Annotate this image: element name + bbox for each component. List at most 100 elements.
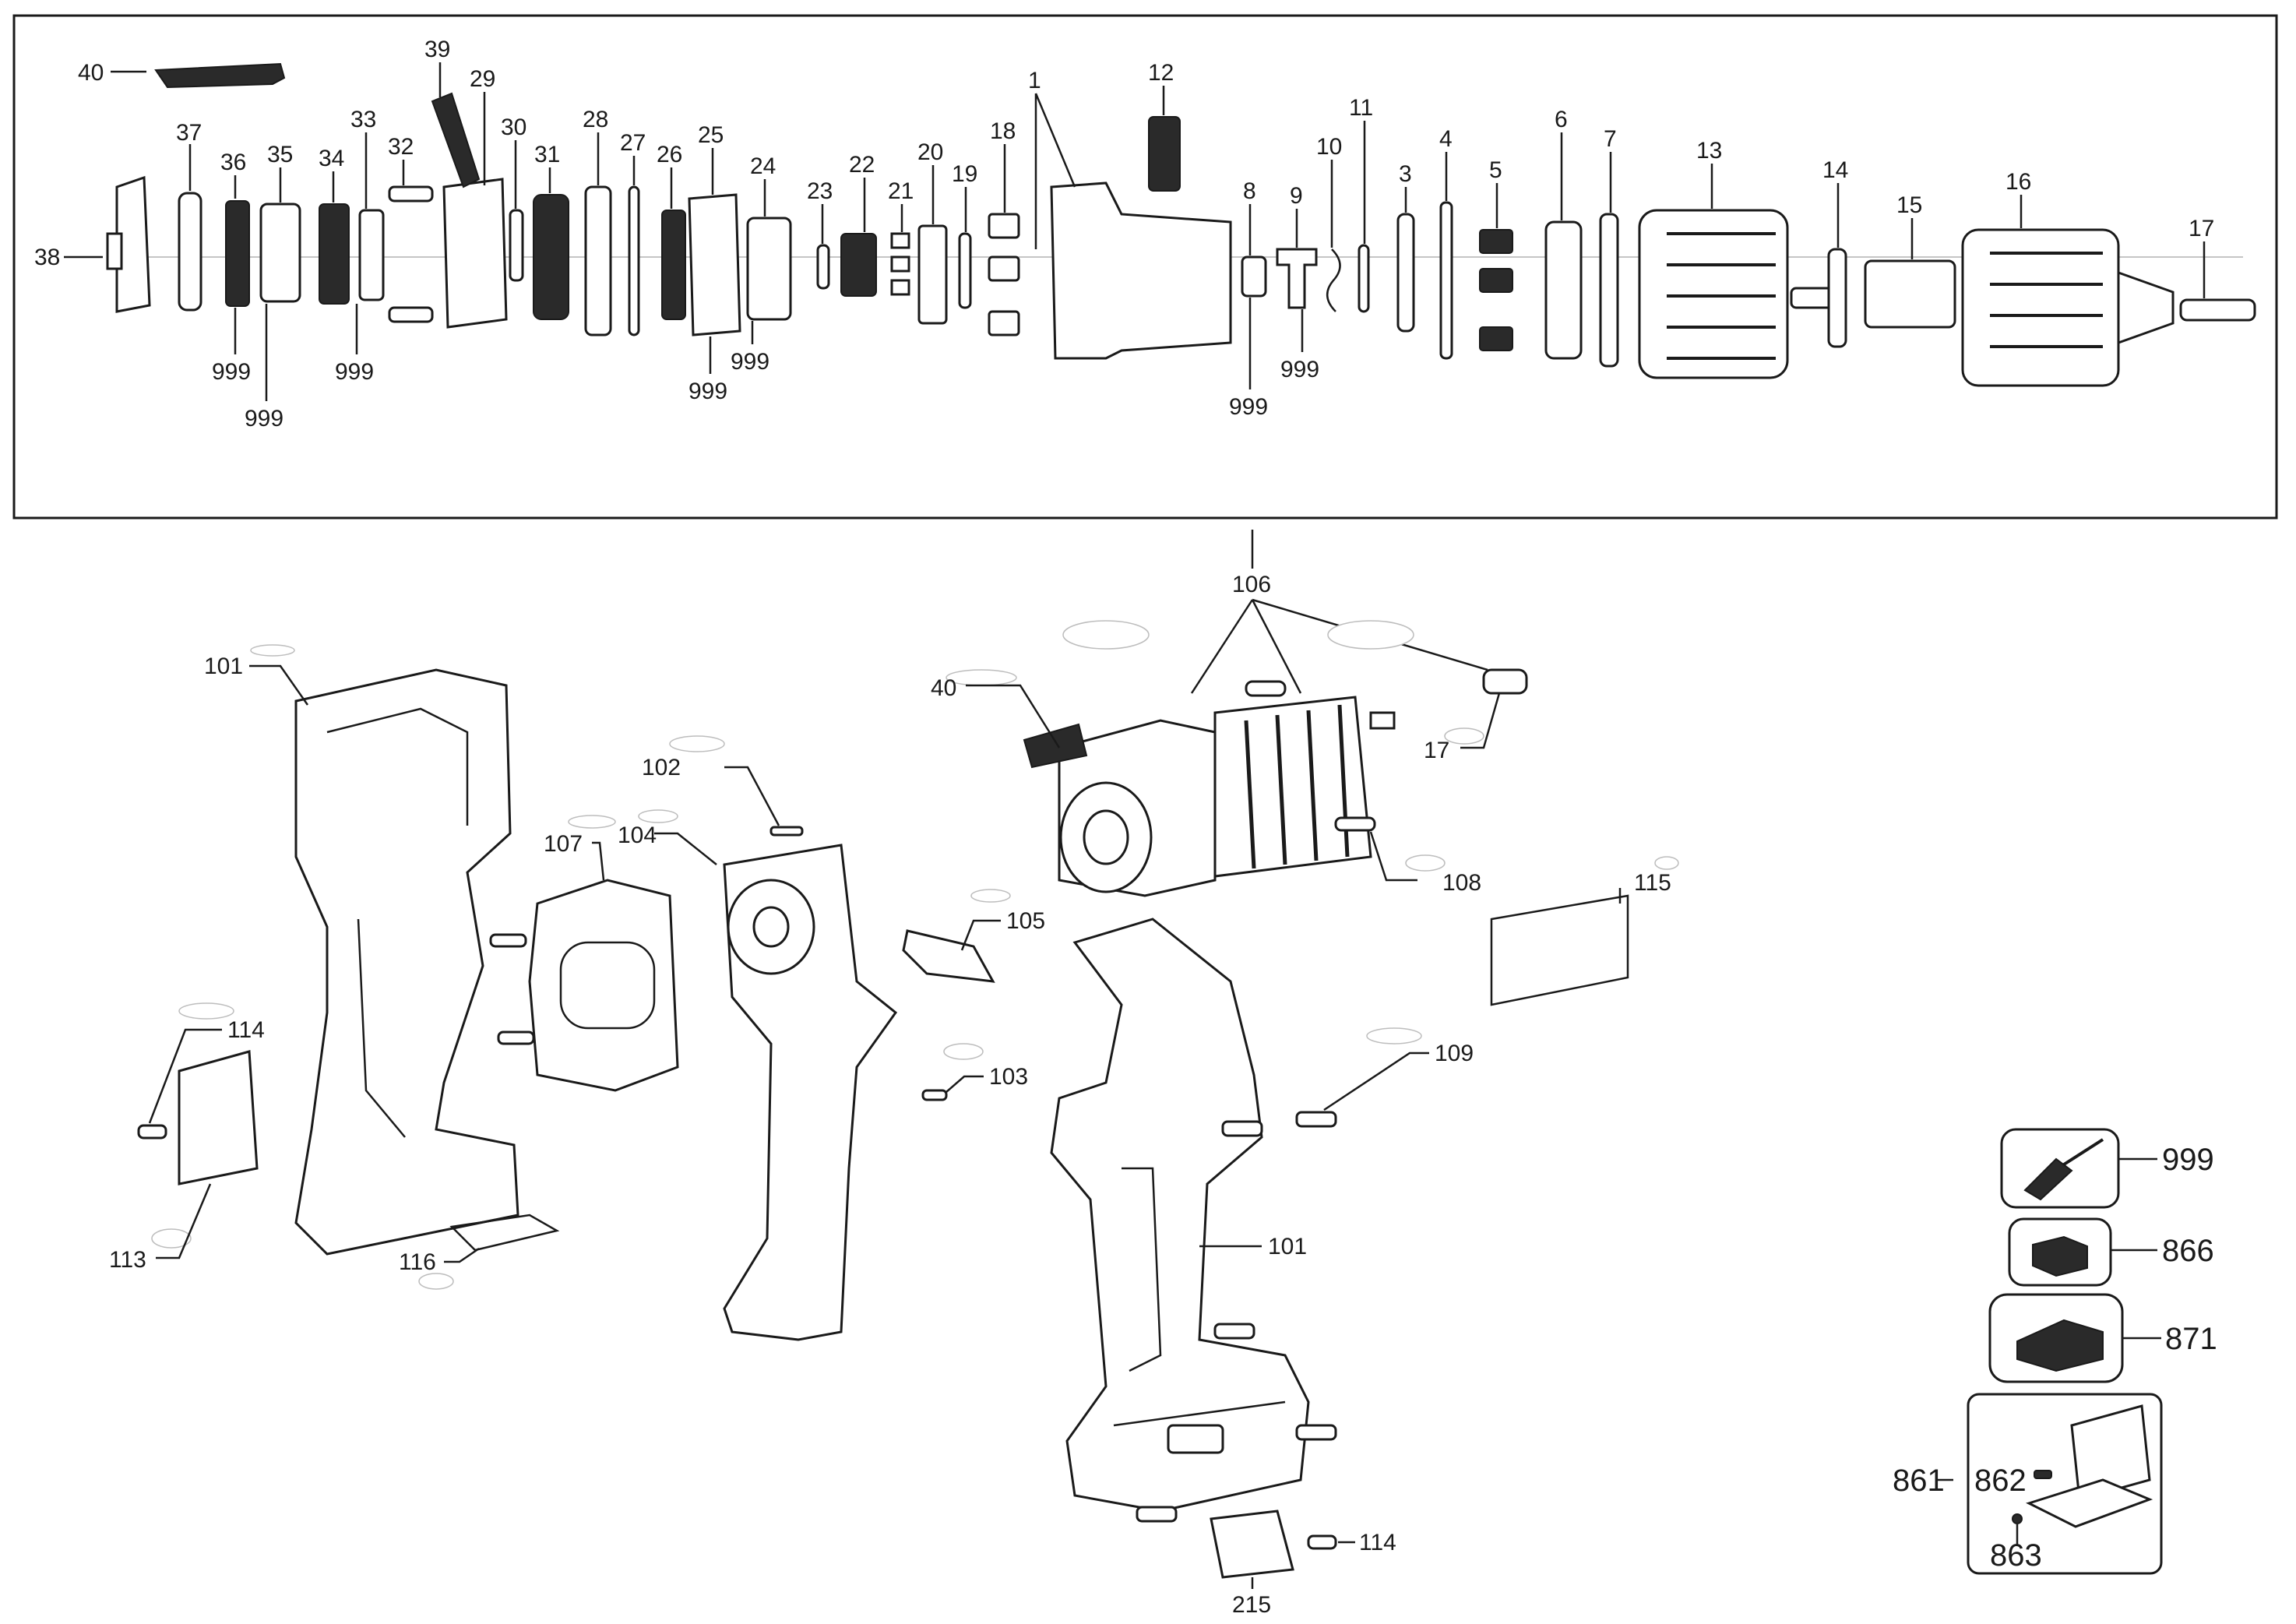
leader-102 [724,766,780,826]
label-19: 19 [952,161,977,187]
label-999-c: 999 [335,359,374,385]
blank-callout [970,889,1011,903]
part-33 [358,209,385,301]
right-housing-half [1050,918,1310,1513]
label-114-left: 114 [227,1017,265,1043]
label-5: 5 [1489,157,1502,183]
leader-116 [444,1247,480,1263]
motor-screw [1245,680,1287,697]
label-999-b: 999 [245,406,283,432]
screw-107-a [489,933,527,948]
leader-17-lower [1460,692,1501,749]
part-109-screw [1295,1111,1337,1128]
label-113: 113 [109,1247,146,1273]
label-114-bottom: 114 [1359,1530,1396,1555]
part-17-screw [2179,298,2256,322]
motor-hub [1083,809,1129,865]
label-16: 16 [2005,169,2031,195]
part-12 [1148,116,1181,192]
leader-1 [1034,93,1076,249]
part-5-spring-a [1479,229,1513,254]
blank-callout [151,1228,192,1249]
part-3 [1396,213,1415,333]
leader-109 [1323,1052,1429,1111]
part-105 [902,929,995,983]
blank-callout [1654,856,1679,870]
part-5-spring-c [1479,326,1513,351]
part-18-a [988,213,1020,239]
label-18: 18 [990,118,1016,144]
label-40: 40 [78,60,104,86]
label-9: 9 [1290,183,1303,209]
part-13-collar [1638,209,1789,379]
label-29: 29 [470,66,495,92]
label-215: 215 [1232,1592,1271,1618]
accessories: 999 866 871 861 862 863 [1893,1128,2217,1575]
charger-icon [2016,1319,2104,1372]
label-35: 35 [267,142,293,167]
leader-113 [156,1183,212,1259]
label-871: 871 [2165,1322,2217,1356]
part-116-label [449,1214,560,1252]
label-20: 20 [917,139,943,165]
part-107-opening [559,941,656,1030]
blank-callout [638,809,678,823]
label-21: 21 [888,178,914,204]
leader-107 [592,841,605,881]
part-24-carrier [746,217,792,321]
label-999-a: 999 [212,359,251,385]
part-21-c [890,279,910,296]
label-1: 1 [1028,68,1041,93]
part-20 [917,224,948,325]
label-34: 34 [319,146,344,171]
motor-winding [1306,710,1319,861]
part-21-a [890,232,910,249]
label-999-e: 999 [731,349,769,375]
part-104-hub [752,906,790,948]
label-27: 27 [620,130,646,156]
part-36-gear [225,200,250,307]
blank-callout [250,644,295,657]
label-36: 36 [220,150,246,175]
screw-right-d [1136,1506,1178,1523]
label-104: 104 [618,823,657,848]
label-999-g: 999 [1280,357,1319,382]
label-863: 863 [1990,1538,2042,1573]
label-12: 12 [1148,60,1174,86]
part-863-bit [2012,1513,2023,1524]
part-102-pin [769,826,804,837]
part-40-clip [154,62,286,89]
label-999-accessory: 999 [2162,1143,2214,1177]
label-24: 24 [750,153,776,179]
label-17-lower: 17 [1424,738,1449,763]
label-23: 23 [807,178,833,204]
label-37: 37 [176,120,202,146]
part-6-ring [1544,220,1583,360]
label-25: 25 [698,122,724,148]
label-866: 866 [2162,1234,2214,1268]
part-37-ring [178,192,202,312]
blank-callout [1062,620,1150,650]
label-3: 3 [1399,161,1412,187]
screw-107-b [497,1030,535,1045]
label-6: 6 [1555,107,1568,132]
label-40-lower: 40 [931,675,956,701]
blank-callout [946,669,1017,686]
part-4-washer [1439,201,1453,360]
label-999-f: 999 [1229,394,1268,420]
label-105: 105 [1006,908,1045,934]
label-14: 14 [1822,157,1848,183]
motor-winding [1244,720,1256,869]
motor-clip-40 [1023,723,1088,769]
part-7-ring [1599,213,1619,368]
label-7: 7 [1604,126,1617,152]
label-106: 106 [1232,572,1271,597]
part-9 [1276,248,1318,309]
part-31-gear [533,194,569,320]
part-1-gear-case [1050,181,1232,360]
blank-callout [1366,1027,1422,1045]
battery-pack-icon [2032,1235,2088,1277]
part-27-washer [628,185,640,336]
screw-right-c [1295,1424,1337,1441]
leader-101-left [249,664,309,706]
